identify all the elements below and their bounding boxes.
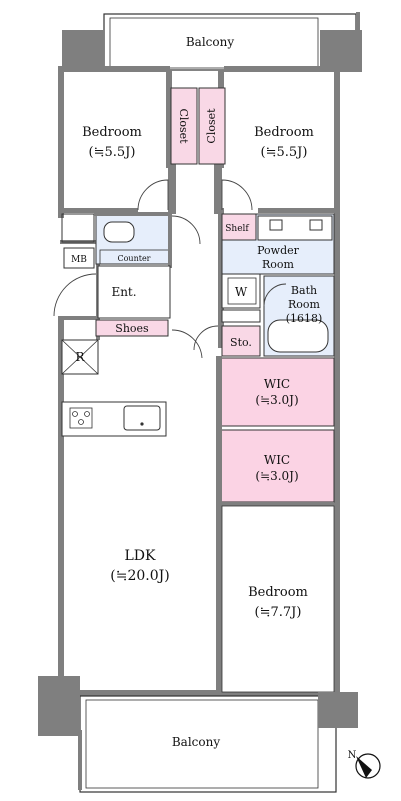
door-bedroom-left — [137, 179, 169, 211]
wic-lower — [219, 429, 335, 503]
entrance — [53, 265, 171, 337]
bath-room-line2: Room — [288, 298, 321, 311]
balcony-top — [62, 12, 362, 72]
ldk-name: LDK — [125, 548, 157, 564]
ldk-size: (≒20.0J) — [110, 568, 169, 584]
door-bedroom-right — [221, 179, 253, 211]
bath-room-line1: Bath — [291, 284, 317, 297]
north-label: N — [348, 750, 357, 761]
powder-room-line1: Powder — [257, 244, 300, 257]
powder-room-line2: Room — [262, 258, 295, 271]
balcony-bottom — [38, 676, 358, 793]
entrance-label: Ent. — [111, 285, 136, 299]
mb-label: MB — [71, 255, 87, 265]
bedroom-left-name: Bedroom — [82, 125, 142, 140]
wic-upper-name: WIC — [264, 377, 290, 391]
wic-lower-size: (≒3.0J) — [255, 469, 298, 483]
door-hall — [171, 329, 203, 359]
mb-area — [61, 212, 172, 269]
balcony-bottom-label: Balcony — [172, 735, 220, 749]
closet-right — [198, 87, 226, 165]
shelf-label: Shelf — [225, 224, 249, 234]
bedroom-right-name: Bedroom — [254, 125, 314, 140]
kitchen — [61, 339, 167, 437]
bedroom-bottom-size: (≒7.7J) — [255, 605, 302, 620]
door-toilet — [171, 215, 201, 245]
bedroom-right-size: (≒5.5J) — [261, 145, 308, 160]
bedroom-bottom-name: Bedroom — [248, 585, 308, 600]
washer-label: W — [235, 285, 248, 299]
counter-label: Counter — [117, 254, 150, 263]
bath-room-size: (1618) — [286, 312, 323, 325]
closet-left-label: Closet — [177, 108, 190, 144]
wic-lower-name: WIC — [264, 453, 290, 467]
bedroom-bottom — [221, 505, 335, 693]
refrigerator-label: R — [75, 350, 85, 364]
wet-area — [193, 213, 335, 357]
wic-upper — [219, 357, 335, 427]
closet-right-label: Closet — [205, 108, 218, 144]
storage-label: Sto. — [230, 336, 252, 349]
bedroom-left-size: (≒5.5J) — [89, 145, 136, 160]
closet-left — [170, 87, 198, 165]
shoes-label: Shoes — [115, 322, 149, 335]
compass-icon — [355, 753, 381, 779]
balcony-top-label: Balcony — [186, 35, 234, 49]
wic-upper-size: (≒3.0J) — [255, 393, 298, 407]
